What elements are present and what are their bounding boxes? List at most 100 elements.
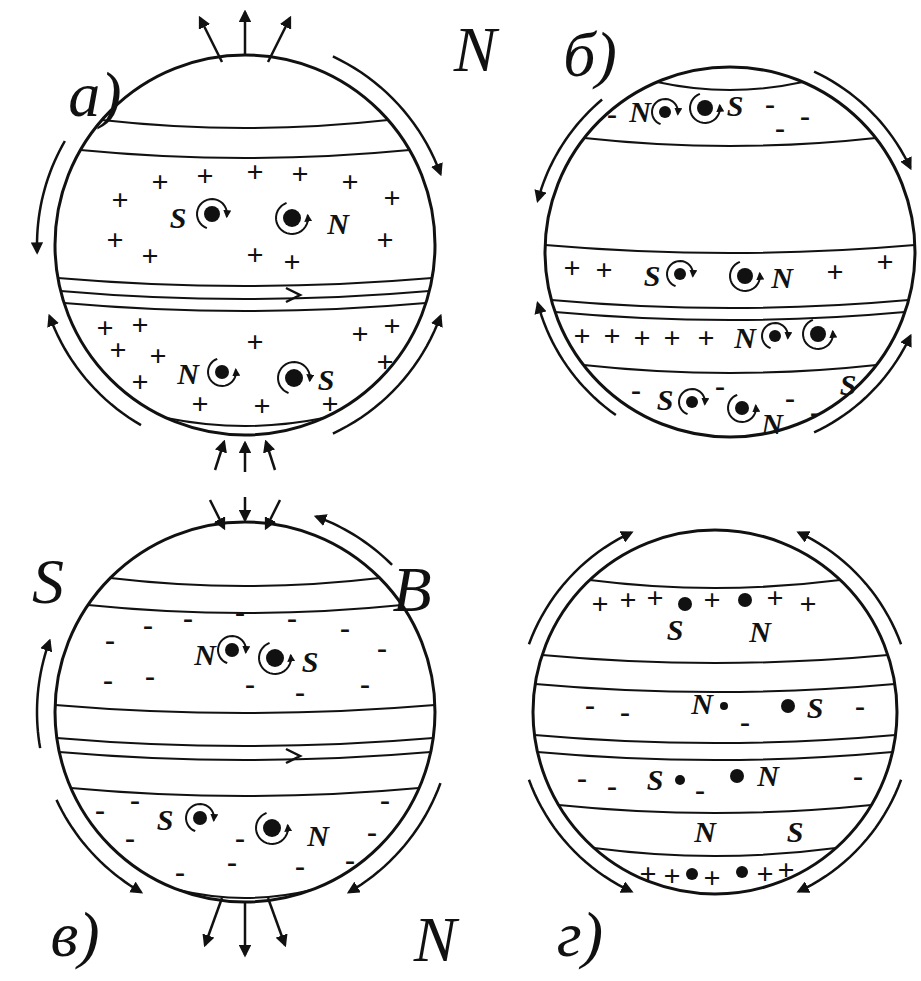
polarity-sign: - [740,707,750,737]
polarity-sign: + [826,257,843,287]
latitude-line [584,138,875,146]
polarity-sign: + [131,310,148,340]
latitude-line [110,578,379,586]
polarity-sign: - [810,397,820,427]
polarity-sign: + [603,321,620,351]
polarity-sign: - [855,691,865,721]
sunspot [686,868,698,880]
sunspot [204,206,220,222]
polarity-sign: + [646,583,663,613]
polarity-sign: + [253,391,270,421]
polarity-sign: + [756,859,773,889]
polarity-sign: - [380,785,390,815]
polarity-sign: - [125,823,135,853]
sunspot [675,775,685,785]
polarity-sign: - [340,613,350,643]
polarity-sign: - [105,625,115,655]
latitude-line [534,735,895,743]
latitude-line [59,752,430,760]
polarity-letter: S [657,385,674,415]
field-line [244,497,247,520]
sunspot [674,268,686,280]
polarity-sign: - [143,610,153,640]
rotation-arrow [529,533,631,645]
rotation-arrow [333,56,441,173]
latitude-line [61,291,430,299]
polarity-sign: + [191,389,208,419]
latitude-line [179,890,312,898]
sunspot [769,330,781,342]
field-line [210,500,224,528]
polarity-letter: N [629,97,651,127]
polarity-letter: N [307,821,329,851]
polarity-sign: + [291,159,308,189]
rotation-arrow [799,533,901,645]
polarity-sign: - [695,775,705,805]
vortex-arrow [278,362,310,393]
polarity-sign: + [151,167,168,197]
latitude-line [559,805,872,813]
polarity-sign: + [633,323,650,353]
polarity-letter: N [761,409,783,439]
polarity-sign: - [345,845,355,875]
vortex-arrow [259,643,291,674]
polarity-letter: S [170,203,187,233]
polarity-sign: + [563,253,580,283]
polarity-letter: N [694,817,716,847]
sunspot [781,699,795,713]
latitude-line [71,788,419,796]
sunspot [193,811,207,825]
polarity-letter: N [177,359,199,389]
latitude-line [64,303,426,311]
vortex-arrow [679,389,705,414]
latitude-line [80,150,409,158]
polarity-sign: - [620,697,630,727]
sunspot [720,702,728,710]
vortex-arrow [276,203,308,234]
sunspot [659,106,671,118]
field-line [266,500,280,528]
polarity-letter: S [647,765,664,795]
polarity-sign: + [663,323,680,353]
panel-letter: г) [557,903,603,967]
polarity-letter: N [757,761,779,791]
latitude-line [542,655,888,663]
polarity-sign: - [235,597,245,627]
rotation-arrow [814,336,910,432]
polarity-sign: + [341,167,358,197]
sphere-outline [55,55,435,435]
polarity-sign: + [383,183,400,213]
panel-letter: N [414,908,457,972]
latitude-line [545,245,915,253]
vortex-arrow [256,813,288,844]
polarity-sign: - [765,89,775,119]
polarity-sign: + [196,161,213,191]
polarity-sign: + [141,241,158,271]
rotation-arrow [50,316,141,425]
polarity-sign: - [577,763,587,793]
polarity-sign: + [619,585,636,615]
vortex-arrow [652,99,678,124]
polarity-sign: - [295,851,305,881]
polarity-letter: N [749,617,771,647]
polarity-sign: + [697,323,714,353]
polarity-sign: - [175,857,185,887]
polarity-sign: + [376,347,393,377]
polarity-sign: - [287,603,297,633]
polarity-sign: - [145,661,155,691]
vortex-arrow [197,199,227,228]
latitude-line [102,120,388,128]
sunspot [283,209,301,227]
sunspot [738,593,752,607]
polarity-sign: - [800,101,810,131]
polarity-sign: + [376,225,393,255]
latitude-line [88,605,402,613]
panel-letter: в) [50,903,99,967]
polarity-letter: N [771,263,793,293]
polarity-letter: N [691,689,713,719]
rotation-arrow [316,517,392,565]
polarity-sign: + [246,327,263,357]
vortex-arrow [186,804,214,831]
polarity-sign: - [227,847,237,877]
vortex-arrow [728,395,756,422]
